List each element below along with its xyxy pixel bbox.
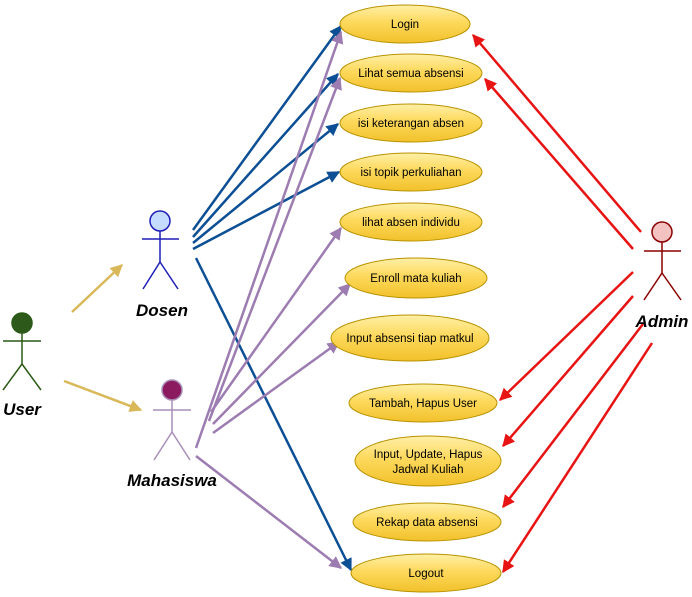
use-case-label: Login [391, 19, 419, 31]
admin-arrows [472, 34, 654, 574]
arrow-admin-login [472, 34, 642, 233]
use-case-logout[interactable]: Logout [350, 553, 502, 593]
use-case-label: Enroll mata kuliah [370, 273, 461, 285]
admin-actor-icon [643, 221, 682, 301]
use-case-lihat-absen-individu[interactable]: lihat absen individu [339, 202, 483, 242]
arrow-mahasiswa-logout [195, 455, 342, 569]
use-case-label: isi keterangan absen [358, 118, 464, 130]
arrow-dosen-login [191, 24, 343, 231]
arrow-mahasiswa-lihat-semua [207, 76, 342, 422]
user-actor-icon [2, 312, 42, 391]
use-case-isi-keterangan-absen[interactable]: isi keterangan absen [339, 103, 483, 143]
actor-label: Dosen [136, 301, 188, 320]
arrow-dosen-topik [192, 170, 341, 251]
arrow-admin-lihat-semua [484, 78, 634, 250]
arrow-mahasiswa-input-absensi [212, 340, 341, 435]
actor-admin[interactable]: Admin [635, 221, 689, 331]
use-case-label: lihat absen individu [362, 217, 460, 229]
actor-label: User [3, 400, 42, 419]
use-case-label-line2: Jadwal Kuliah [393, 464, 464, 476]
actor-label: Mahasiswa [127, 471, 217, 490]
use-case-isi-topik-perkuliahan[interactable]: isi topik perkuliahan [339, 152, 483, 192]
use-case-rekap-data-absensi[interactable]: Rekap data absensi [352, 502, 502, 542]
generalization-arrows [63, 264, 143, 412]
dosen-actor-icon [142, 210, 179, 290]
arrow-dosen-lihat-semua [192, 73, 339, 238]
use-case-tambah-hapus-user[interactable]: Tambah, Hapus User [348, 383, 498, 423]
actor-dosen[interactable]: Dosen [136, 210, 188, 320]
dosen-arrows [191, 24, 353, 572]
use-case-input-absensi-tiap-matkul[interactable]: Input absensi tiap matkul [330, 314, 490, 362]
arrow-mahasiswa-enroll [212, 283, 351, 425]
use-case-label: Input absensi tiap matkul [346, 333, 473, 345]
arrow-admin-tambah-hapus [499, 271, 634, 401]
use-case-label: Tambah, Hapus User [369, 398, 477, 410]
use-case-enroll-mata-kuliah[interactable]: Enroll mata kuliah [344, 257, 488, 299]
use-case-label: Lihat semua absensi [358, 68, 463, 80]
arrow-user-to-mahasiswa [63, 379, 143, 412]
use-case-label: Rekap data absensi [376, 517, 478, 529]
actor-label: Admin [635, 312, 689, 331]
use-case-lihat-semua-absensi[interactable]: Lihat semua absensi [339, 53, 483, 93]
use-case-label: isi topik perkuliahan [360, 167, 461, 179]
arrow-user-to-dosen [71, 264, 123, 313]
use-case-input-update-hapus-jadwal[interactable]: Input, Update, Hapus Jadwal Kuliah [354, 435, 502, 487]
use-case-login[interactable]: Login [339, 4, 471, 44]
use-case-label: Logout [408, 568, 444, 580]
actor-user[interactable]: User [2, 312, 42, 419]
arrow-mahasiswa-absen-individu [209, 226, 343, 413]
arrow-admin-jadwal [502, 295, 634, 447]
arrow-mahasiswa-login [194, 30, 344, 449]
arrow-admin-logout [501, 342, 654, 574]
actor-mahasiswa[interactable]: Mahasiswa [127, 379, 217, 490]
arrow-dosen-logout [194, 257, 353, 572]
use-case-label: Input, Update, Hapus [374, 449, 483, 461]
arrow-admin-rekap [502, 323, 644, 508]
mahasiswa-actor-icon [153, 379, 191, 461]
mahasiswa-arrows [194, 30, 351, 569]
